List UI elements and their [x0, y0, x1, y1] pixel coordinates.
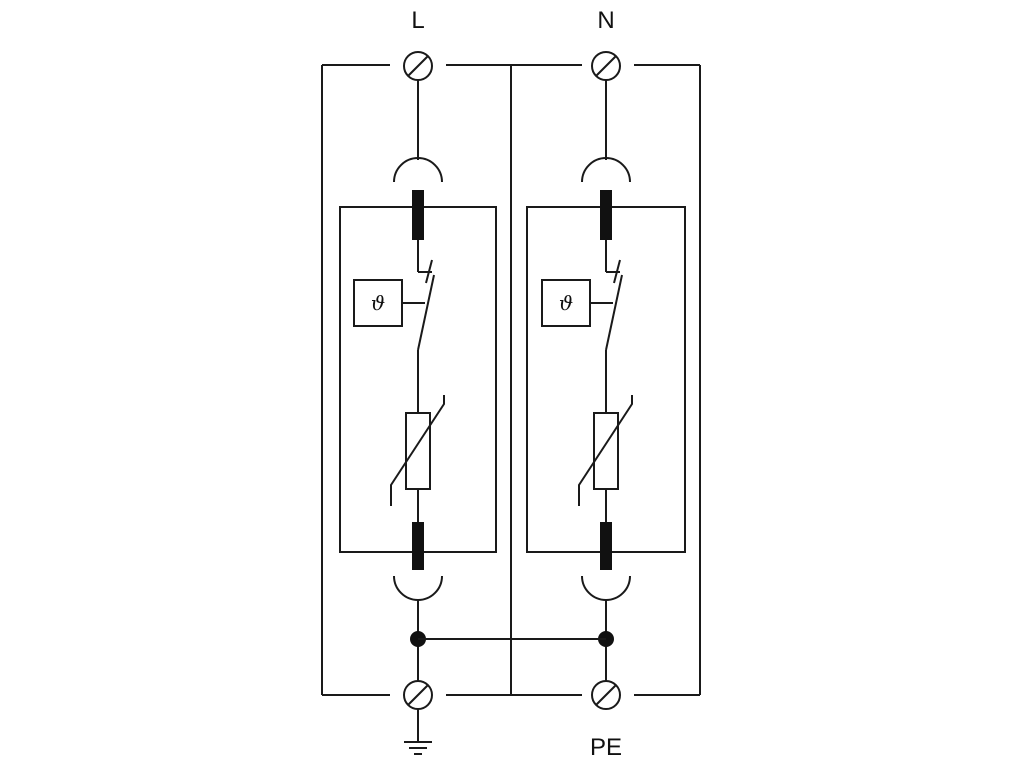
- switch-blade-icon: [417, 274, 435, 351]
- plug-contact-top-icon: [581, 157, 631, 183]
- plug-contact-top-icon: [393, 157, 443, 183]
- thermal-symbol: ϑ: [559, 291, 573, 315]
- terminal-label-n: N: [597, 7, 614, 34]
- fuse-bottom-icon: [412, 522, 424, 570]
- terminal-pe-icon: [591, 680, 621, 710]
- terminal-ground-icon: [403, 680, 433, 710]
- terminal-label-l: L: [411, 7, 424, 34]
- plug-contact-bottom-icon: [581, 575, 631, 601]
- terminal-label-pe: PE: [590, 734, 622, 761]
- fuse-top-icon: [600, 190, 612, 240]
- ground-icon: [404, 728, 432, 755]
- housing-frame: [321, 64, 701, 696]
- thermal-symbol: ϑ: [371, 291, 385, 315]
- plug-contact-bottom-icon: [393, 575, 443, 601]
- module-right: ϑ: [526, 80, 686, 681]
- fuse-bottom-icon: [600, 522, 612, 570]
- module-left: ϑ: [339, 80, 497, 681]
- switch-blade-icon: [605, 274, 623, 351]
- fuse-top-icon: [412, 190, 424, 240]
- terminal-l-icon: [403, 51, 433, 81]
- terminal-n-icon: [591, 51, 621, 81]
